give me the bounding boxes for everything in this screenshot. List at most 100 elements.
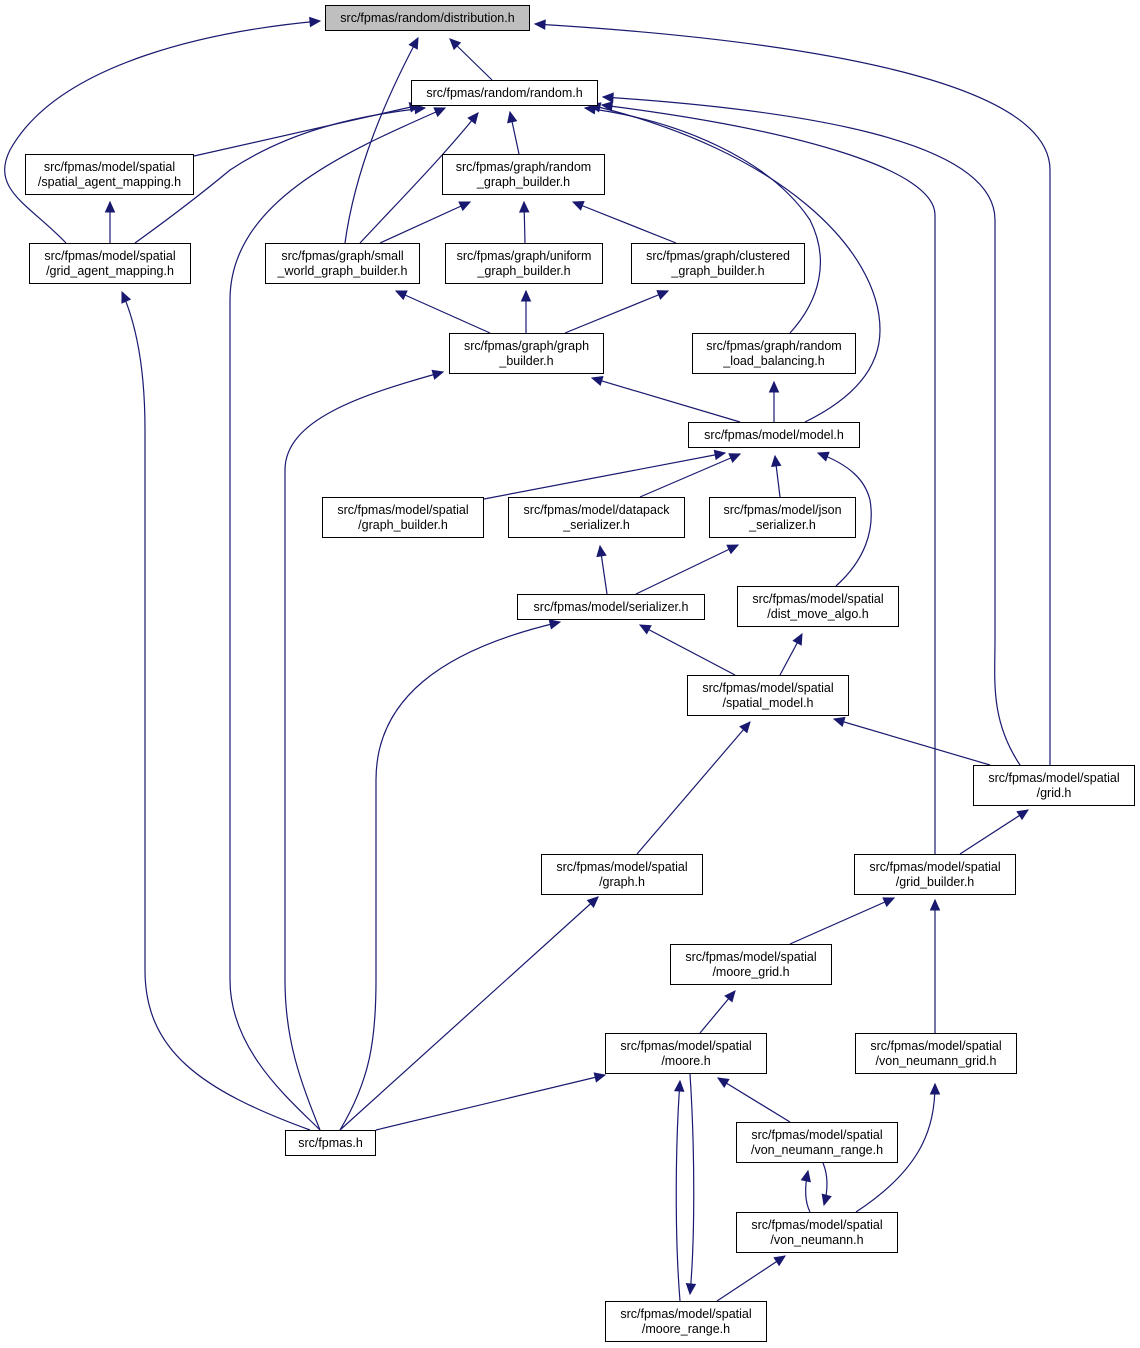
edge-grid-to-distribution: [533, 19, 1051, 765]
edge-fpmas-to-serializer: [339, 619, 562, 1131]
edge-line: [359, 112, 479, 244]
node-spatial-agent-mapping[interactable]: src/fpmas/model/spatial/spatial_agent_ma…: [25, 154, 194, 195]
edge-model-to-random_lb: [768, 380, 780, 422]
node-label-line: /von_neumann.h: [770, 1232, 864, 1247]
edge-fpmas-to-moore: [375, 1072, 607, 1131]
node-spatial-graph-builder[interactable]: src/fpmas/model/spatial/graph_builder.h: [322, 497, 484, 538]
node-label-line: src/fpmas/model/spatial: [751, 1127, 883, 1142]
edge-fpmas-to-spatial_graph: [339, 896, 599, 1131]
edge-line: [716, 1255, 786, 1302]
node-graph-builder[interactable]: src/fpmas/graph/graph_builder.h: [449, 333, 604, 374]
edge-line: [639, 624, 736, 676]
edge-line: [635, 544, 739, 595]
arrowhead: [571, 200, 585, 211]
edge-vn_range-to-moore: [716, 1077, 791, 1123]
arrowhead: [518, 200, 530, 213]
node-uniform[interactable]: src/fpmas/graph/uniform_graph_builder.h: [445, 243, 603, 284]
node-label-line: /graph_builder.h: [358, 517, 448, 532]
edge-serializer-to-json: [635, 544, 740, 595]
node-label-line: src/fpmas/model/spatial: [620, 1038, 752, 1053]
node-clustered[interactable]: src/fpmas/graph/clustered_graph_builder.…: [631, 243, 805, 284]
node-vn[interactable]: src/fpmas/model/spatial/von_neumann.h: [736, 1212, 898, 1253]
edge-line: [134, 107, 426, 244]
edge-vn-to-vn_grid: [855, 1082, 941, 1213]
arrowhead: [929, 898, 941, 911]
edge-grid_agent_mapping-to-distribution: [4, 16, 322, 244]
arrowhead: [638, 624, 652, 635]
node-label-line: src/fpmas/graph/random: [706, 338, 842, 353]
node-moore[interactable]: src/fpmas/model/spatial/moore.h: [605, 1033, 767, 1074]
node-json[interactable]: src/fpmas/model/json_serializer.h: [709, 497, 856, 538]
edge-grid-to-spatial_model: [832, 716, 991, 766]
node-random-graph-builder[interactable]: src/fpmas/graph/random_graph_builder.h: [442, 154, 605, 195]
node-label-line: src/fpmas/model/json: [723, 502, 842, 517]
node-random[interactable]: src/fpmas/random/random.h: [411, 80, 598, 106]
node-label-line: src/fpmas/random/random.h: [426, 85, 583, 100]
edge-vn_grid-to-grid_builder: [929, 898, 941, 1033]
node-label-line: src/fpmas/model/spatial: [988, 770, 1120, 785]
arrowhead: [433, 107, 447, 118]
node-model[interactable]: src/fpmas/model/model.h: [688, 422, 860, 448]
edge-spatial_agent_mapping-to-random: [193, 102, 422, 157]
node-small-world[interactable]: src/fpmas/graph/small_world_graph_builde…: [265, 243, 420, 284]
edge-small_world-to-distribution: [344, 36, 419, 244]
edge-datapack-to-model: [639, 453, 742, 498]
node-label-line: src/fpmas/model/spatial: [702, 680, 834, 695]
edge-line: [284, 371, 444, 1131]
arrowhead: [821, 1193, 832, 1207]
node-grid-agent-mapping[interactable]: src/fpmas/model/spatial/grid_agent_mappi…: [29, 243, 191, 284]
edge-spatial_graph-to-spatial_model: [636, 721, 751, 855]
arrowhead: [104, 200, 116, 213]
node-moore-grid[interactable]: src/fpmas/model/spatial/moore_grid.h: [670, 944, 832, 985]
edge-graph_builder-to-clustered: [564, 290, 670, 334]
node-vn-range[interactable]: src/fpmas/model/spatial/von_neumann_rang…: [736, 1122, 898, 1163]
edge-line: [483, 452, 726, 500]
node-label-line: src/fpmas/model/spatial: [870, 1038, 1002, 1053]
node-label-line: src/fpmas/graph/uniform: [456, 248, 592, 263]
node-random-lb[interactable]: src/fpmas/graph/random_load_balancing.h: [692, 333, 856, 374]
edge-spatial_model-to-dist_move: [779, 632, 803, 676]
node-spatial-graph[interactable]: src/fpmas/model/spatial/graph.h: [541, 854, 703, 895]
node-label-line: src/fpmas/model/spatial: [44, 248, 176, 263]
node-label-line: _serializer.h: [749, 517, 816, 532]
node-label-line: /grid_agent_mapping.h: [46, 263, 174, 278]
arrowhead: [656, 290, 670, 300]
edge-line: [339, 896, 599, 1131]
edge-uniform-to-random_graph_builder: [518, 200, 530, 244]
node-label-line: src/fpmas/model/model.h: [704, 427, 844, 442]
node-grid-builder[interactable]: src/fpmas/model/spatial/grid_builder.h: [854, 854, 1016, 895]
node-moore-range[interactable]: src/fpmas/model/spatial/moore_range.h: [605, 1301, 767, 1342]
node-serializer[interactable]: src/fpmas/model/serializer.h: [517, 594, 705, 620]
arrowhead: [533, 19, 546, 30]
edge-line: [344, 37, 419, 244]
node-fpmas[interactable]: src/fpmas.h: [285, 1130, 376, 1156]
arrowhead: [728, 453, 742, 463]
edge-json-to-model: [771, 454, 782, 498]
node-label-line: /dist_move_algo.h: [767, 606, 869, 621]
node-label-line: _load_balancing.h: [723, 353, 825, 368]
node-label-line: /moore.h: [661, 1053, 711, 1068]
node-label-line: src/fpmas/model/spatial: [43, 159, 176, 174]
arrowhead: [771, 454, 782, 468]
node-label-line: /spatial_agent_mapping.h: [37, 174, 182, 189]
node-dist-move[interactable]: src/fpmas/model/spatial/dist_move_algo.h: [737, 586, 899, 627]
arrowhead: [590, 375, 604, 387]
edge-line: [121, 291, 311, 1131]
node-vn-grid[interactable]: src/fpmas/model/spatial/von_neumann_grid…: [855, 1033, 1017, 1074]
node-datapack[interactable]: src/fpmas/model/datapack_serializer.h: [508, 497, 685, 538]
arrowhead: [726, 544, 740, 555]
node-label-line: /moore_range.h: [641, 1321, 731, 1336]
arrowhead: [929, 1082, 941, 1095]
edge-line: [639, 453, 741, 498]
arrowhead: [394, 290, 408, 301]
arrowhead: [685, 1283, 697, 1296]
node-grid[interactable]: src/fpmas/model/spatial/grid.h: [973, 765, 1135, 806]
arrowhead: [449, 38, 462, 51]
edge-line: [564, 290, 669, 334]
node-spatial-model[interactable]: src/fpmas/model/spatial/spatial_model.h: [687, 675, 849, 716]
arrowhead: [520, 289, 532, 302]
node-label-line: src/fpmas/random/distribution.h: [340, 10, 515, 25]
edge-vn_range-to-vn: [821, 1162, 832, 1207]
node-label-line: /grid_builder.h: [895, 874, 975, 889]
